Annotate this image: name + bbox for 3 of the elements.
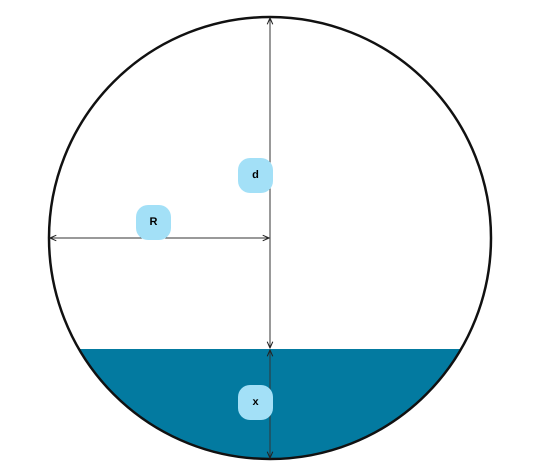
label-box: x [238,385,273,420]
label-box: d [238,158,273,193]
label-box: R [136,205,171,240]
